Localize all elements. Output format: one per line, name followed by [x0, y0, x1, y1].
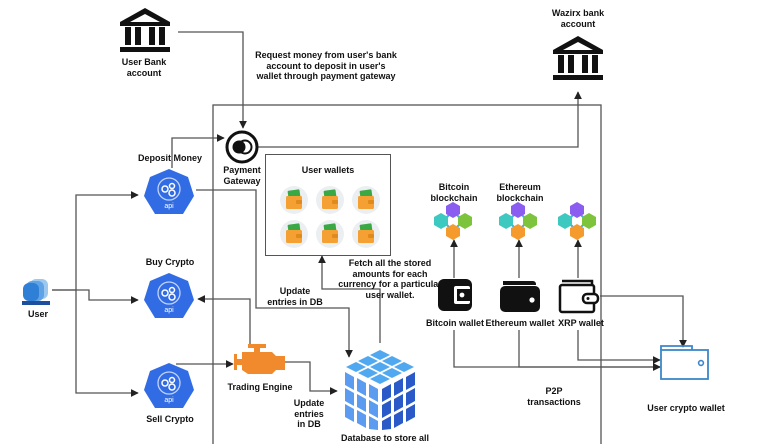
engine-icon [234, 344, 285, 374]
wallet-cash-icon [352, 186, 380, 214]
user-bank-label: User Bank account [121, 57, 167, 78]
user-label: User [27, 309, 48, 319]
user-wallets-label: User wallets [301, 165, 355, 175]
edge-user-to-sell [75, 290, 139, 397]
system-boundary [212, 104, 602, 444]
update-entries-label-1: Update entries in DB [267, 286, 323, 307]
ethereum-wallet-node[interactable] [499, 279, 541, 313]
blockchain-icon [434, 202, 472, 240]
user-wallets-grid [276, 183, 384, 251]
edge-user-to-deposit [52, 191, 139, 291]
bank-icon [120, 8, 170, 52]
ethereum-blockchain-node[interactable] [498, 201, 538, 246]
xrp-wallet-label: XRP wallet [558, 318, 604, 328]
wallet-cash-icon [280, 220, 308, 248]
buy-crypto-label: Buy Crypto [145, 257, 195, 267]
user-node[interactable] [22, 277, 52, 305]
edge-btc-wallet-to-user-wallet [453, 330, 661, 371]
bitcoin-wallet-node[interactable] [437, 278, 473, 312]
wallet-cash-icon [280, 186, 308, 214]
bitcoin-blockchain-node[interactable] [433, 201, 473, 246]
api-text: api [164, 203, 174, 210]
user-wallet-item[interactable] [312, 217, 348, 251]
edge-deposit-to-db [196, 189, 353, 358]
user-wallet-item[interactable] [348, 217, 384, 251]
update-entries-label-2: Update entries in DB [293, 398, 325, 429]
request-money-note: Request money from user's bank account t… [255, 50, 397, 81]
payment-gateway-icon [225, 130, 259, 164]
edge-eth-wallet-to-user-wallet [518, 330, 661, 371]
wallet-icon [438, 279, 472, 311]
api-icon: api [144, 273, 194, 318]
trading-engine-node[interactable] [234, 344, 286, 378]
sell-crypto-api[interactable]: api [142, 362, 196, 412]
fetch-amounts-label: Fetch all the stored amounts for each cu… [338, 258, 442, 300]
edge-user-to-buy [52, 289, 139, 304]
edge-xrp-wallet-top-to-user-wallet [600, 295, 687, 348]
wallet-outline-icon [660, 345, 709, 380]
user-wallet-item[interactable] [276, 183, 312, 217]
api-icon: api [144, 363, 194, 408]
sell-crypto-label: Sell Crypto [146, 414, 194, 424]
bitcoin-wallet-label: Bitcoin wallet [425, 318, 484, 328]
wazirx-bank-node[interactable] [550, 34, 606, 82]
p2p-label: P2P transactions [527, 386, 581, 407]
api-icon: api [144, 169, 194, 214]
bitcoin-blockchain-label: Bitcoin blockchain [430, 182, 478, 203]
edge-db-to-wallets [318, 255, 381, 343]
ethereum-wallet-label: Ethereum wallet [485, 318, 555, 328]
wallet-icon [500, 281, 540, 312]
database-node[interactable] [340, 348, 420, 430]
wallet-cash-icon [316, 220, 344, 248]
edge-xrp-wallet-to-user-wallet [577, 330, 661, 364]
payment-gateway-label: Payment Gateway [223, 165, 261, 186]
user-group-icon [22, 279, 50, 305]
edge-engine-to-db [285, 361, 338, 395]
deposit-money-label: Deposit Money [137, 153, 202, 163]
api-text: api [164, 397, 174, 404]
user-wallet-item[interactable] [312, 183, 348, 217]
edge-gateway-to-wazirx [258, 91, 582, 148]
edge-bank-to-gateway [178, 31, 247, 129]
buy-crypto-api[interactable]: api [142, 272, 196, 322]
payment-gateway-node[interactable] [225, 130, 259, 164]
user-wallets-box[interactable]: User wallets [265, 154, 391, 256]
user-wallet-item[interactable] [348, 183, 384, 217]
wazirx-bank-label: Wazirx bank account [551, 8, 605, 29]
bank-icon [553, 36, 603, 80]
wallet-outline-icon [558, 279, 600, 314]
blockchain-icon [558, 202, 596, 240]
wallet-cash-icon [352, 220, 380, 248]
xrp-wallet-node[interactable] [558, 278, 600, 314]
api-text: api [164, 307, 174, 314]
deposit-money-api[interactable]: api [142, 168, 196, 218]
edge-deposit-to-gateway [171, 134, 225, 168]
ethereum-blockchain-label: Ethereum blockchain [496, 182, 544, 203]
edge-engine-to-buy [197, 295, 251, 344]
database-label: Database to store all [340, 433, 430, 443]
xrp-blockchain-node[interactable] [557, 201, 597, 246]
user-wallet-item[interactable] [276, 217, 312, 251]
user-bank-node[interactable] [117, 6, 173, 54]
wallet-cash-icon [316, 186, 344, 214]
user-crypto-wallet-label: User crypto wallet [647, 403, 725, 413]
trading-engine-label: Trading Engine [227, 382, 293, 392]
database-cube-icon [345, 350, 415, 430]
user-crypto-wallet-node[interactable] [660, 344, 710, 380]
blockchain-icon [499, 202, 537, 240]
